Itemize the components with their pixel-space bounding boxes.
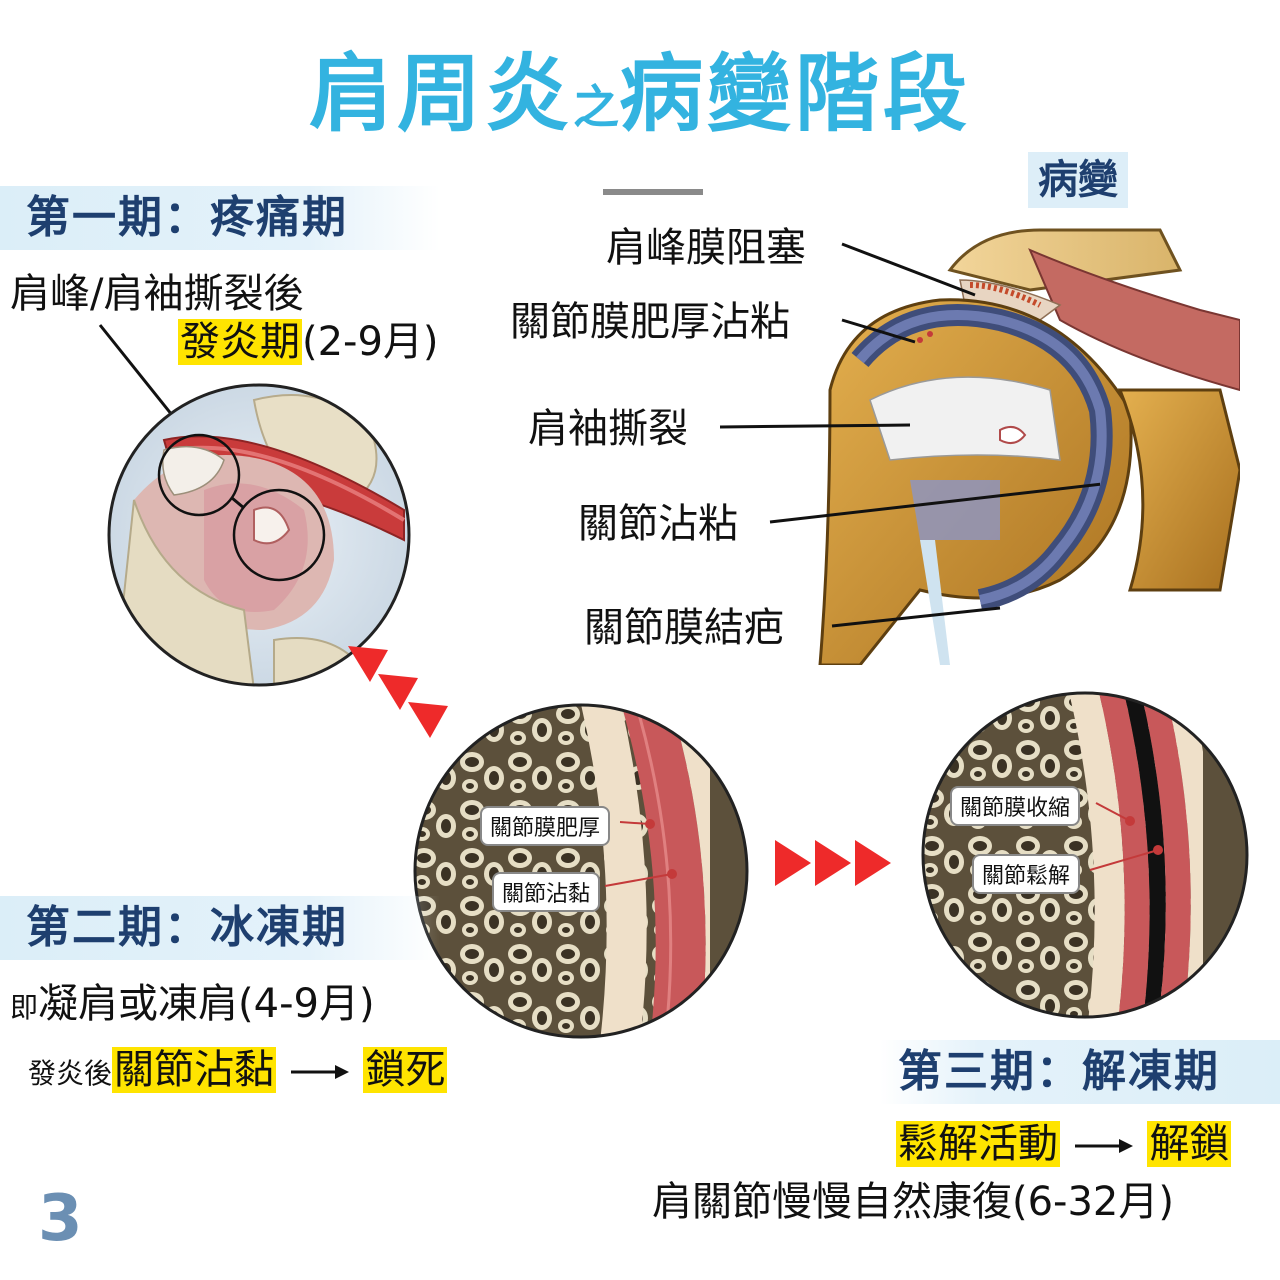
stage3-line2: 肩關節慢慢自然康復(6-32月) [652,1179,1174,1225]
stage1-shoulder-illustration [107,383,411,687]
stage2-line1: 即凝肩或凍肩(4-9月) [10,980,375,1032]
callout-joint-adhesion: 關節沾粘 [578,501,738,547]
stage1-heading: 第一期：疼痛期 [26,192,348,243]
callout-acromion-block: 肩峰膜阻塞 [606,225,806,271]
title-connector: 之 [573,80,619,134]
micro2-label-release: 關節鬆解 [972,854,1081,894]
callout-capsule-thick: 關節膜肥厚沾粘 [510,299,790,345]
stage3-heading: 第三期：解凍期 [898,1046,1220,1097]
progress-arrows-2 [775,840,891,886]
stage3-line1: 鬆解活動 解鎖 [896,1120,1232,1168]
stage3-highlight-release: 鬆解活動 [896,1121,1060,1167]
page-title: 肩周炎之病變階段 [0,52,1280,136]
stage2-prefix-small: 即 [10,991,39,1024]
stage3-heading-band: 第三期：解凍期 [880,1040,1280,1104]
micro-circle-1-illustration [413,703,749,1039]
title-part1: 肩周炎 [308,45,573,143]
stage1-highlight: 發炎期 [178,319,302,365]
callout-capsule-scar: 關節膜結疤 [584,605,784,651]
stage1-duration: (2-9月) [302,319,439,365]
micro2-label-contraction: 關節膜收縮 [950,786,1081,826]
stage2-highlight-locked: 鎖死 [363,1047,448,1093]
callout-cuff-tear: 肩袖撕裂 [528,406,688,452]
micro1-label-thickening: 關節膜肥厚 [480,806,611,846]
stage2-line2-prefix: 發炎後 [28,1057,113,1090]
arrow-right-icon [1074,1139,1133,1153]
progress-arrows-1 [348,646,448,738]
stage2-line2: 發炎後關節沾黏 鎖死 [28,1046,448,1098]
stage2-heading-band: 第二期：冰凍期 [0,896,440,960]
stage2-line1-text: 凝肩或凍肩(4-9月) [38,981,375,1027]
stage2-highlight-adhesion: 關節沾黏 [112,1047,277,1093]
page-number: 3 [38,1182,83,1256]
title-part2: 病變階段 [619,45,972,143]
micro-circle-2-illustration [921,691,1249,1019]
lesion-tag: 病變 [1028,152,1128,208]
micro1-label-adhesion: 關節沾黏 [492,872,601,912]
stage2-heading: 第二期：冰凍期 [26,902,348,953]
stage1-heading-band: 第一期：疼痛期 [0,186,440,250]
callout-leader-lines [719,242,1100,628]
shoulder-cross-section-illustration [800,210,1240,665]
stage1-line2: 發炎期(2-9月) [178,318,439,366]
stage1-line1: 肩峰/肩袖撕裂後 [10,271,304,317]
title-divider [603,189,703,195]
arrow-right-icon [290,1065,349,1079]
stage3-highlight-unlock: 解鎖 [1147,1121,1232,1167]
